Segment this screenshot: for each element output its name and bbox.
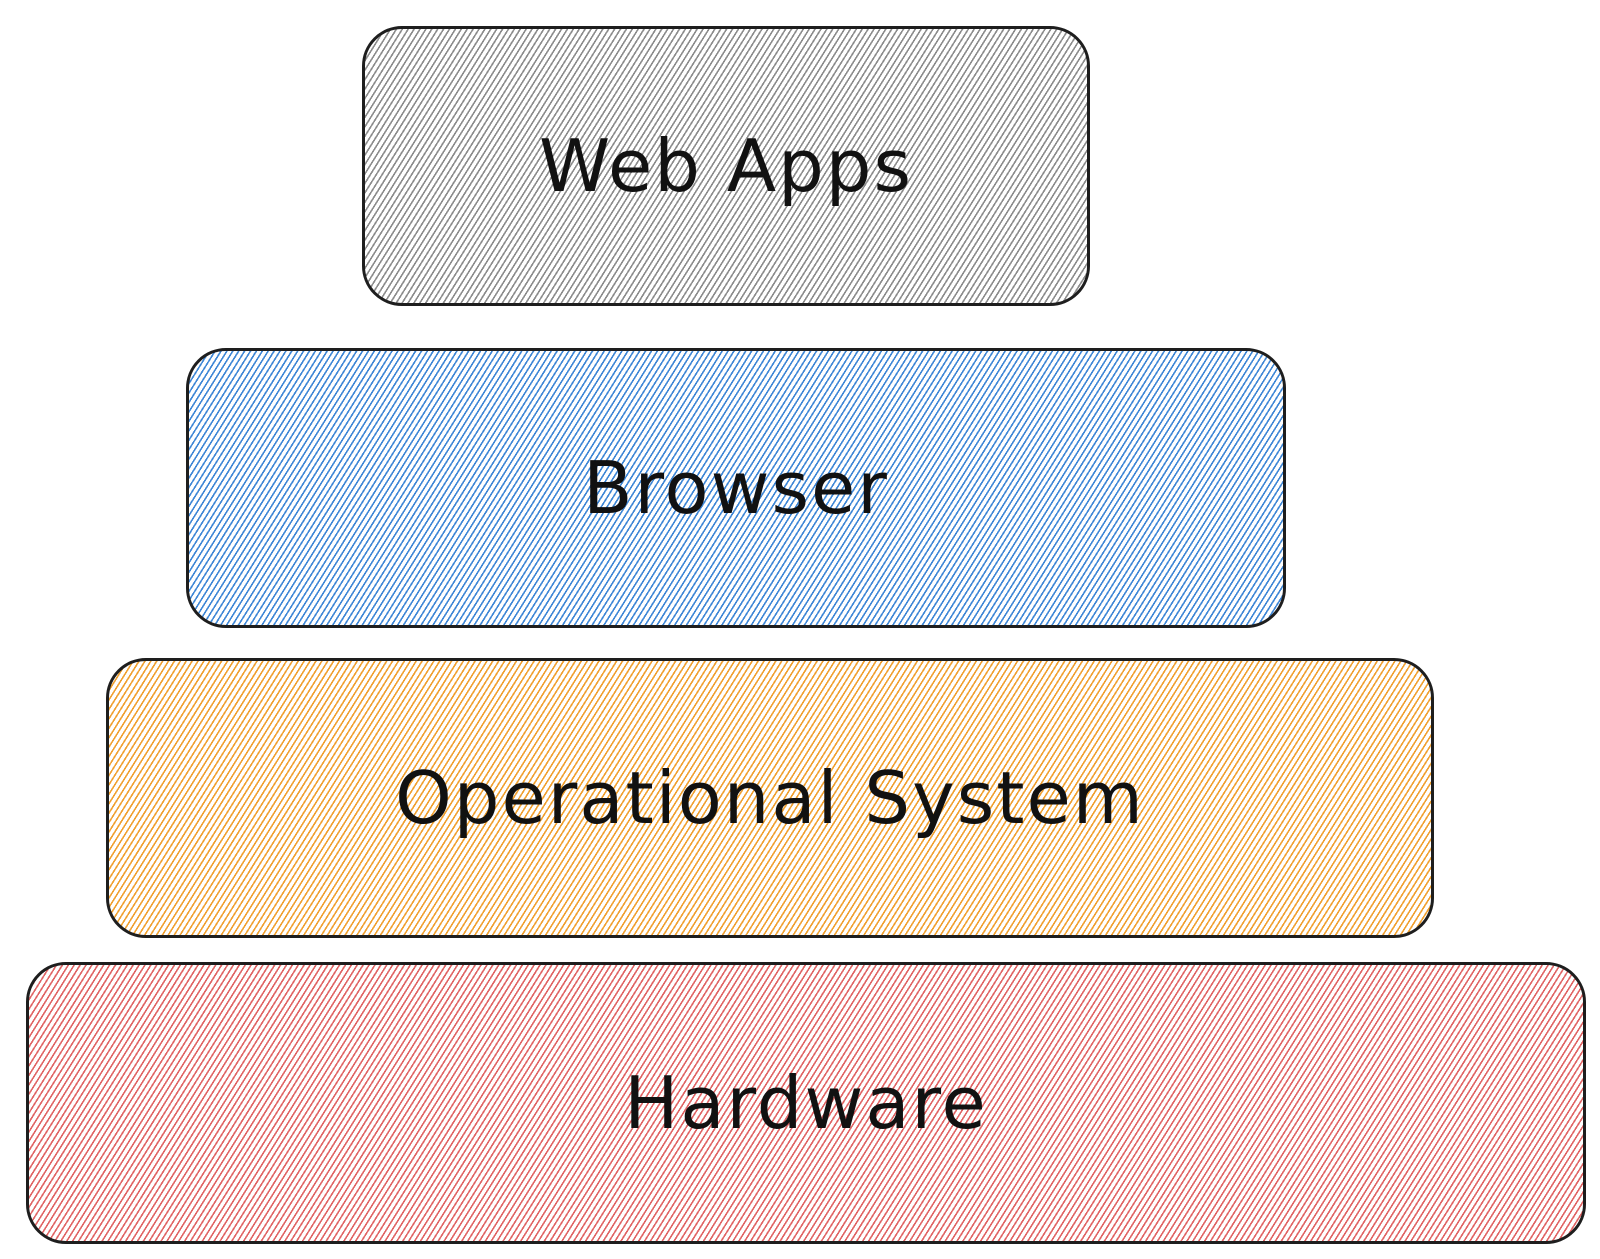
layer-browser: Browser: [186, 348, 1286, 628]
layer-operational-system: Operational System: [106, 658, 1434, 938]
layer-label-operational-system: Operational System: [395, 756, 1145, 840]
layer-hardware: Hardware: [26, 962, 1586, 1244]
layer-label-browser: Browser: [583, 446, 889, 530]
layer-label-hardware: Hardware: [624, 1061, 988, 1145]
layer-label-web-apps: Web Apps: [538, 124, 914, 208]
layer-web-apps: Web Apps: [362, 26, 1090, 306]
